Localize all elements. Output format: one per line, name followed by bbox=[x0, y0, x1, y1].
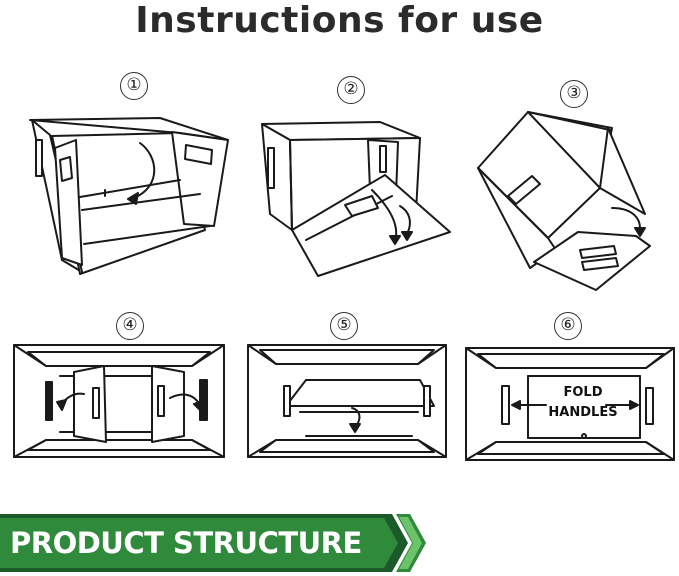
fold-label-line2: HANDLES bbox=[548, 405, 618, 420]
product-structure-heading: PRODUCT STRUCTURE bbox=[10, 526, 362, 560]
step-number-6: ⑥ bbox=[554, 312, 582, 340]
step-number-4: ④ bbox=[116, 312, 144, 340]
product-structure-banner bbox=[0, 514, 426, 572]
page-title: Instructions for use bbox=[135, 0, 544, 41]
step-number-5: ⑤ bbox=[330, 312, 358, 340]
step-number-2: ② bbox=[337, 76, 365, 104]
fold-label-line1: FOLD bbox=[563, 385, 603, 400]
step-number-1: ① bbox=[120, 72, 148, 100]
step-number-3: ③ bbox=[560, 80, 588, 108]
